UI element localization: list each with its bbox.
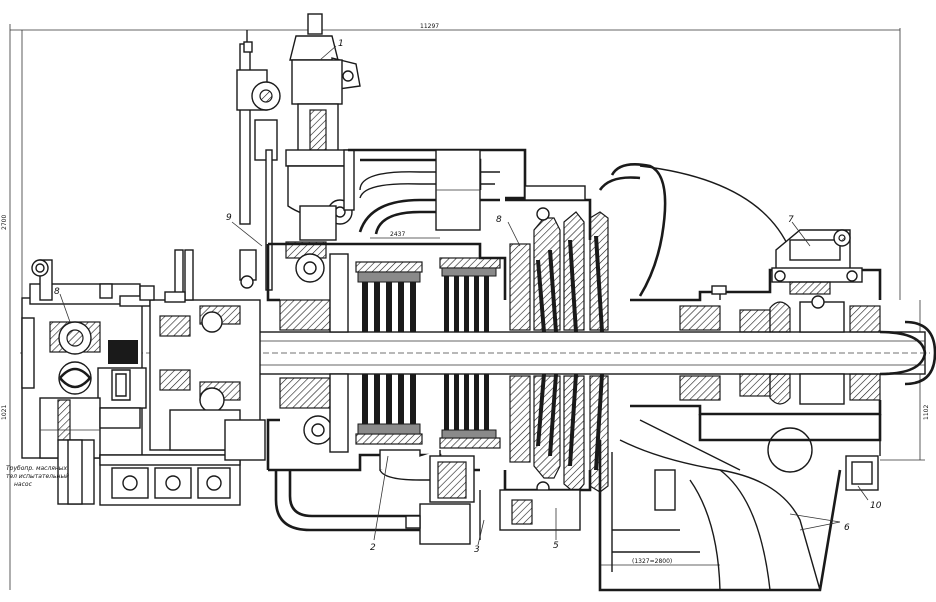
note-line-2: тел испытательный [6, 473, 69, 480]
casing-dim: 2437 [390, 231, 405, 238]
callout-8: 8 [54, 287, 60, 297]
base-dim: (1327=2800) [632, 558, 672, 565]
callout-1: 1 [338, 39, 344, 49]
rotor-shaft [20, 320, 936, 386]
foundation-frame [99, 454, 241, 506]
callout-2: 2 [370, 543, 376, 553]
rear-turning-gear [711, 229, 863, 300]
height-bottom-dim: 1021 [1, 405, 8, 420]
note-line-1: Трубопр. масляных [6, 465, 68, 472]
rear-pedestal [698, 414, 882, 491]
steam-crossover-pipe [348, 148, 527, 235]
right-height-dim: 1102 [923, 405, 930, 420]
lower-exhaust-structure [274, 449, 581, 545]
front-bearing-pedestal [21, 259, 151, 505]
high-pressure-casing [266, 241, 507, 472]
note-line-3: насос [14, 481, 33, 488]
main-steam-valve [285, 13, 361, 241]
exhaust-hood [598, 163, 842, 592]
hp-blading-group-1 [355, 261, 423, 445]
callout-7: 7 [788, 215, 794, 225]
control-valve-column [236, 30, 281, 291]
height-top-dim: 2700 [1, 215, 8, 230]
pipeline-note: Трубопр. масляных тел испытательный насо… [6, 465, 69, 488]
hp-blading-group-2 [439, 257, 501, 449]
callout-8b: 8 [496, 215, 502, 225]
governor-housing [139, 249, 266, 461]
callout-labels: 1 2 3 5 6 7 8 9 10 8 [54, 39, 882, 555]
callout-10: 10 [870, 501, 882, 511]
overall-length-dim: 11297 [420, 23, 439, 30]
intermediate-pressure-section [503, 185, 609, 495]
callout-5: 5 [553, 541, 559, 551]
leader-lines [59, 45, 869, 546]
callout-6: 6 [844, 523, 850, 533]
callout-3: 3 [474, 545, 480, 555]
callout-9: 9 [226, 213, 232, 223]
dimension-texts: 11297 2700 1021 1102 2437 (1327=2800) [1, 23, 930, 565]
